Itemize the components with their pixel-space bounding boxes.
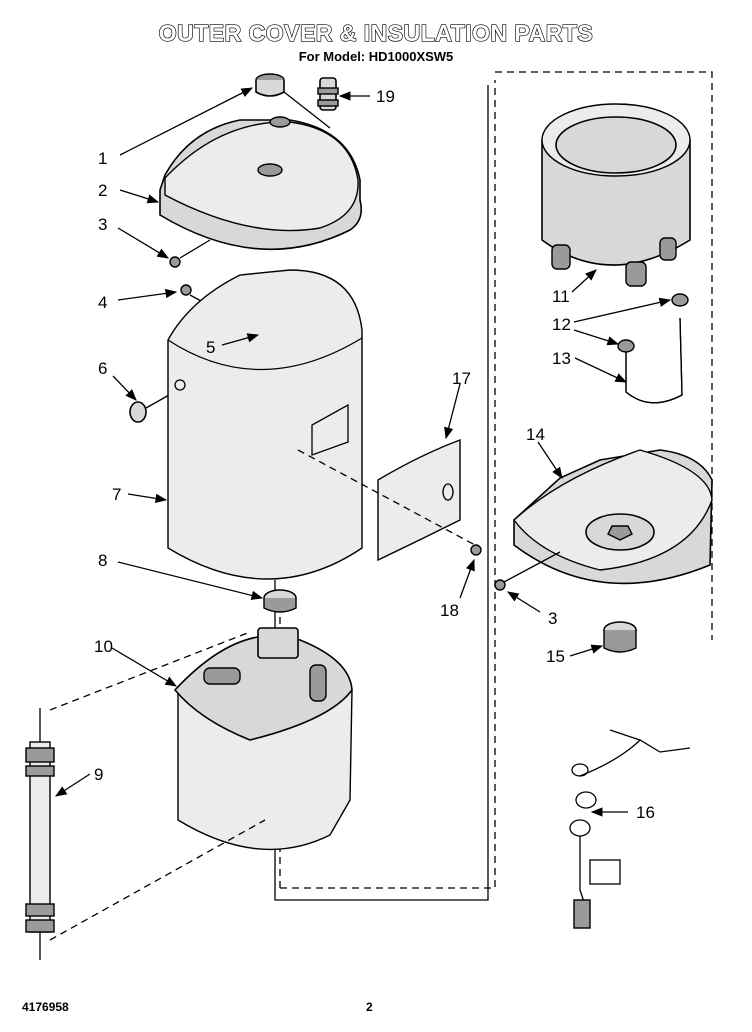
part-19-fitting xyxy=(283,77,339,129)
callout-16: 16 xyxy=(636,803,655,822)
callout-5: 5 xyxy=(206,338,215,357)
callout-3-right: 3 xyxy=(548,609,557,628)
callout-1: 1 xyxy=(98,149,107,168)
callout-3: 3 xyxy=(98,215,107,234)
part-8-grommet xyxy=(263,589,297,613)
callout-14: 14 xyxy=(526,425,545,444)
doc-number: 4176958 xyxy=(22,1000,69,1014)
callout-11: 11 xyxy=(552,287,570,306)
part-15-foot xyxy=(603,621,637,653)
callout-labels: 1 2 3 4 5 6 7 8 10 9 19 11 12 13 14 17 3… xyxy=(94,87,655,822)
part-3-screw-right xyxy=(494,551,561,591)
callout-12: 12 xyxy=(552,315,571,334)
callout-2: 2 xyxy=(98,181,107,200)
part-14-tray xyxy=(513,449,713,585)
part-2-top-cover xyxy=(159,116,363,250)
callout-8: 8 xyxy=(98,551,107,570)
callout-19: 19 xyxy=(376,87,395,106)
page-title: OUTER COVER & INSULATION PARTS xyxy=(158,19,594,46)
part-7-outer-jacket xyxy=(167,269,363,580)
callout-13: 13 xyxy=(552,349,571,368)
callout-4: 4 xyxy=(98,293,107,312)
part-16-power-cord xyxy=(569,729,691,929)
part-17-insulation xyxy=(297,438,476,562)
part-3-screw xyxy=(169,239,211,268)
callout-9: 9 xyxy=(94,765,103,784)
model-subtitle: For Model: HD1000XSW5 xyxy=(298,49,454,64)
callout-15: 15 xyxy=(546,647,565,666)
callout-7: 7 xyxy=(112,485,121,504)
part-6-plug xyxy=(129,389,179,423)
part-10-base xyxy=(173,627,353,851)
part-11-tank xyxy=(541,103,691,287)
part-18-screw xyxy=(470,544,482,556)
callout-18: 18 xyxy=(440,601,459,620)
callout-6: 6 xyxy=(98,359,107,378)
callout-10: 10 xyxy=(94,637,113,656)
part-1-cap xyxy=(255,73,285,97)
part-12-grommet xyxy=(617,293,689,353)
part-9-heating-element xyxy=(25,631,266,960)
page-number: 2 xyxy=(366,1000,373,1014)
callout-17: 17 xyxy=(452,369,471,388)
callout-leaders xyxy=(55,87,672,817)
part-13-hose xyxy=(625,317,683,404)
